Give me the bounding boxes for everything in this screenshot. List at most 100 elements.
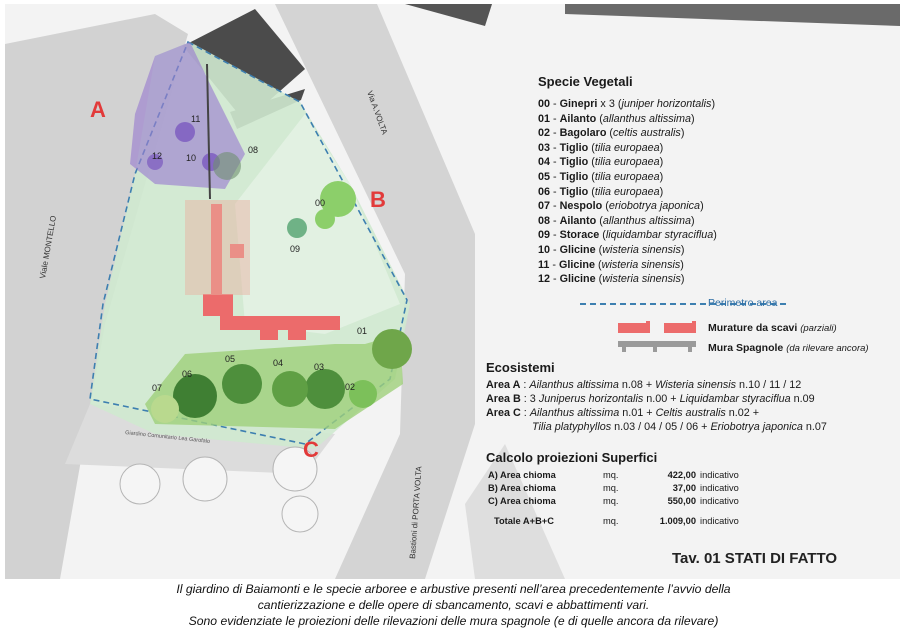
eco-mid: n.00 + — [643, 393, 680, 405]
species-row: 07 - Nespolo (eriobotrya japonica) — [538, 199, 717, 214]
ecosystem-row: Area A : Ailanthus altissima n.08 + Wist… — [486, 378, 827, 392]
ecosystem-row: Area C : Ailanthus altissima n.01 + Celt… — [486, 406, 827, 420]
species-latin: wisteria sinensis — [602, 243, 681, 256]
calc-unit: mq. — [603, 470, 619, 480]
species-separator: - — [550, 170, 560, 183]
species-name: Tiglio — [559, 156, 589, 169]
species-latin: tilia europaea — [594, 170, 660, 183]
species-latin: wisteria sinensis — [601, 258, 681, 271]
species-latin: allanthus altissima — [602, 112, 692, 125]
total-note: indicativo — [700, 516, 739, 526]
surface-calc-row: B) Area chioma mq. 37,00 indicativo — [486, 482, 739, 495]
calc-note: indicativo — [700, 483, 739, 493]
tree-number-11: 11 — [191, 114, 200, 124]
eco-tail: n.02 + — [725, 407, 760, 419]
species-close-paren: ) — [659, 156, 664, 169]
species-latin: wisteria sinensis — [602, 273, 681, 286]
species-separator: - — [550, 229, 560, 242]
species-close-paren: ) — [700, 200, 704, 213]
species-latin: tilia europaea — [594, 185, 660, 198]
species-name: Ailanto — [559, 214, 597, 227]
site-map: A B C Via A.VOLTA Viale MONTELLO Bastion… — [5, 4, 900, 579]
species-separator: - — [550, 156, 560, 169]
ecosystems-title: Ecosistemi — [486, 360, 555, 375]
tree-number-02: 02 — [345, 382, 355, 392]
perimeter-legend-icon — [580, 303, 790, 305]
species-list: 00 - Ginepri x 3 (juniper horizontalis)0… — [538, 97, 717, 287]
species-latin: juniper horizontalis — [621, 98, 712, 110]
calc-label: B) Area chioma — [488, 483, 556, 493]
caption-line: cantierizzazione e delle opere di sbanca… — [257, 598, 650, 612]
wall-segment — [203, 294, 233, 316]
spanish-walls-legend-icon — [618, 341, 696, 352]
species-name: Nespolo — [559, 200, 603, 213]
tree-crown-02 — [349, 380, 377, 408]
wall-segment — [260, 326, 278, 340]
eco-mid: n.08 + — [618, 379, 656, 391]
ecosystem-row-continuation: Tilia platyphyllos n.03 / 04 / 05 / 06 +… — [486, 420, 827, 434]
tree-number-03: 03 — [314, 362, 324, 372]
species-close-paren: ) — [680, 243, 685, 256]
figure-caption: Il giardino di Baiamonti e le specie arb… — [0, 581, 907, 629]
street-tree — [182, 456, 228, 502]
tree-crown-09 — [287, 218, 307, 238]
species-qty: x 3 — [597, 98, 615, 110]
eco-latin2: Liquidambar styraciflua — [679, 393, 791, 405]
species-latin: tilia europaea — [594, 156, 660, 169]
species-code: 09 — [538, 229, 551, 242]
species-code: 00 — [538, 98, 551, 110]
tree-crown-04 — [272, 371, 308, 407]
total-label: Totale A+B+C — [494, 516, 554, 526]
species-row: 09 - Storace (liquidambar styraciflua) — [538, 228, 717, 243]
total-value: 1.009,00 — [659, 516, 696, 526]
calc-value: 37,00 — [672, 483, 696, 493]
tree-number-10: 10 — [186, 153, 196, 163]
species-close-paren: ) — [713, 229, 717, 242]
site-plan-board: A B C Via A.VOLTA Viale MONTELLO Bastion… — [5, 4, 900, 579]
calc-label: C) Area chioma — [488, 496, 556, 506]
spanish-walls-legend-text: Mura Spagnole — [708, 342, 784, 354]
species-code: 02 — [538, 127, 551, 140]
species-close-paren: ) — [659, 185, 664, 198]
tree-number-00: 00 — [315, 198, 325, 208]
species-separator: - — [550, 112, 560, 125]
road-top-strip-right — [565, 4, 900, 26]
area-letter-b: B — [370, 187, 386, 212]
species-code: 12 — [538, 273, 551, 286]
walls-legend-icon — [618, 321, 696, 333]
species-code: 10 — [538, 243, 551, 256]
species-separator: - — [550, 214, 560, 227]
caption-line: Sono evidenziate le proiezioni delle ril… — [188, 614, 719, 628]
eco-text: : — [520, 407, 530, 419]
species-row: 06 - Tiglio (tilia europaea) — [538, 185, 717, 200]
street-tree — [272, 446, 318, 492]
species-row: 03 - Tiglio (tilia europaea) — [538, 141, 717, 156]
species-code: 07 — [538, 200, 551, 213]
species-code: 08 — [538, 214, 551, 227]
species-latin: allanthus altissima — [602, 214, 692, 227]
species-name: Tiglio — [559, 141, 589, 154]
species-row: 01 - Ailanto (allanthus altissima) — [538, 112, 717, 127]
wall-segment — [288, 326, 306, 340]
species-close-paren: ) — [680, 127, 685, 140]
species-separator: - — [550, 98, 560, 110]
species-row: 12 - Glicine (wisteria sinensis) — [538, 272, 717, 287]
species-separator: - — [550, 127, 560, 140]
eco-latin1: Ailanthus altissima — [529, 407, 620, 419]
eco-text: : 3 — [520, 393, 539, 405]
species-name: Tiglio — [559, 185, 589, 198]
species-latin: liquidambar styraciflua — [605, 229, 714, 242]
walls-legend-text: Murature da scavi — [708, 322, 798, 334]
species-open-paren: ( — [588, 185, 595, 198]
calc-unit: mq. — [603, 483, 619, 493]
wall-segment — [220, 316, 340, 330]
species-separator: - — [550, 243, 560, 256]
spanish-walls-legend-note: (da rilevare ancora) — [786, 343, 869, 354]
species-name: Ginepri — [559, 98, 598, 110]
tree-number-06: 06 — [182, 369, 192, 379]
calc-unit: mq. — [603, 496, 619, 506]
species-open-paren: ( — [596, 214, 603, 227]
tree-number-01: 01 — [357, 326, 367, 336]
species-open-paren: ( — [596, 112, 603, 125]
eco-latin1: Juniperus horizontalis — [538, 393, 644, 405]
